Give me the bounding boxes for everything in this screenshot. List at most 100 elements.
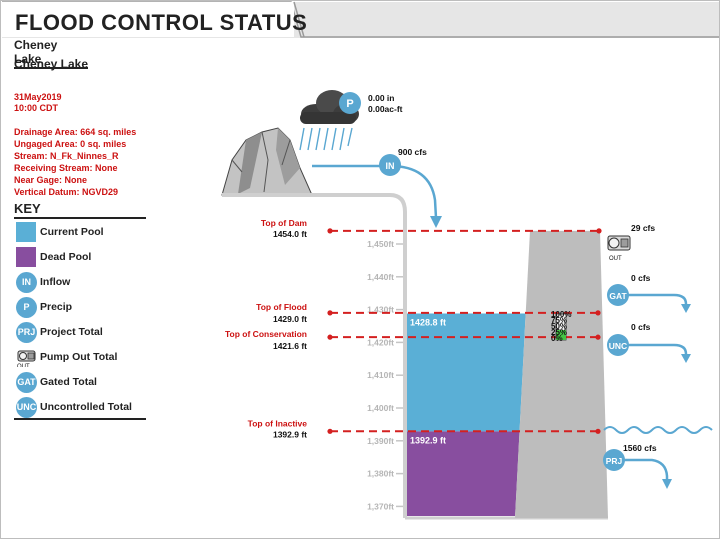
top-of-conservation-label: Top of Conservation: [225, 329, 307, 339]
page-title: FLOOD CONTROL STATUS: [15, 10, 308, 35]
top-of-dam-value: 1454.0 ft: [273, 229, 307, 239]
level-line-endpoint: [595, 428, 601, 434]
pump-out-value: 29 cfs: [631, 223, 655, 233]
uncontrolled-arrowhead: [681, 354, 691, 363]
key-item-uncontrolled-total: UNC Uncontrolled Total: [14, 397, 164, 419]
reservoir-wall: [222, 193, 407, 518]
key-item-precip: P Precip: [14, 297, 164, 319]
precip-inches: 0.00 in: [368, 93, 394, 103]
level-line-endpoint: [327, 310, 333, 316]
storage-pct-0: 0%: [551, 334, 563, 343]
key-item-dead-pool: Dead Pool: [14, 247, 164, 269]
level-line-endpoint: [595, 334, 601, 340]
uncontrolled-stream: [620, 343, 688, 356]
pump-icon: OUT: [17, 350, 36, 367]
storage-gauge: 100% 75% 50% 25% 0%: [551, 310, 571, 343]
dead-pool-label: 1392.9 ft: [410, 435, 446, 445]
precip-icon: P: [16, 297, 37, 318]
level-line-endpoint: [327, 428, 333, 434]
dead-pool: [407, 431, 520, 516]
pump-out-icon[interactable]: OUT: [607, 235, 631, 262]
uncontrolled-icon: UNC: [16, 397, 37, 418]
precip-icon[interactable]: [339, 92, 361, 114]
top-of-inactive-label: Top of Inactive: [248, 418, 308, 428]
storage-pct-100: 100%: [551, 310, 571, 319]
gated-value: 0 cfs: [631, 273, 651, 283]
top-of-inactive-value: 1392.9 ft: [273, 429, 307, 439]
key-label: Uncontrolled Total: [40, 401, 132, 413]
gated-stream: [620, 293, 688, 306]
inflow-icon-letter: IN: [386, 161, 395, 171]
report-date: 31May2019: [14, 92, 62, 102]
precip-icon-letter: P: [346, 98, 353, 110]
gated-arrowhead: [681, 304, 691, 313]
gated-icon: GAT: [16, 372, 37, 393]
key-item-gated-total: GAT Gated Total: [14, 372, 164, 394]
top-of-dam-label: Top of Dam: [261, 218, 308, 228]
project-name-link[interactable]: Cheney Lake: [14, 38, 88, 69]
key-divider: [14, 418, 146, 420]
elevation-tick-label: 1,430ft: [367, 305, 394, 315]
key-title: KEY: [14, 201, 146, 219]
uncontrolled-icon[interactable]: [607, 334, 629, 356]
storage-pct-50: 50%: [551, 322, 567, 331]
mountain-graphic: [221, 127, 313, 196]
elevation-axis: 1,450ft1,440ft1,430ft1,420ft1,410ft1,400…: [367, 239, 403, 511]
elevation-tick-label: 1,380ft: [367, 469, 394, 479]
pump-out-sublabel: OUT: [609, 256, 622, 262]
info-stream: Stream: N_Fk_Ninnes_R: [14, 151, 119, 161]
level-line-endpoint: [327, 334, 333, 340]
current-pool-label: 1428.8 ft: [410, 318, 446, 328]
key-item-current-pool: Current Pool: [14, 222, 164, 244]
elevation-tick-label: 1,400ft: [367, 403, 394, 413]
info-receiving-stream: Receiving Stream: None: [14, 163, 118, 173]
key-item-project-total: PRJ Project Total: [14, 322, 164, 344]
tailwater-waves: [603, 426, 713, 434]
inflow-icon[interactable]: [379, 154, 401, 176]
top-of-flood-label: Top of Flood: [256, 302, 307, 312]
level-line-endpoint: [596, 228, 602, 234]
key-label: Inflow: [40, 276, 71, 288]
report-time: 10:00 CDT: [14, 103, 59, 113]
current-pool-swatch: [16, 222, 36, 242]
elevation-tick-label: 1,440ft: [367, 272, 394, 282]
level-line-endpoint: [327, 228, 333, 234]
inflow-value: 900 cfs: [398, 147, 427, 157]
svg-text:OUT: OUT: [17, 364, 30, 367]
gated-icon-letter: GAT: [609, 291, 627, 301]
level-line-endpoint: [595, 310, 601, 316]
key-label: Project Total: [40, 326, 103, 338]
uncontrolled-icon-letter: UNC: [609, 341, 627, 351]
top-of-flood-value: 1429.0 ft: [273, 314, 307, 324]
storage-pct-25: 25%: [551, 328, 567, 337]
inflow-arrowhead: [430, 216, 442, 228]
precip-acft: 0.00ac-ft: [368, 104, 403, 114]
elevation-tick-label: 1,410ft: [367, 370, 394, 380]
dam: [515, 230, 608, 518]
key-label: Gated Total: [40, 376, 97, 388]
inflow-stream: [312, 164, 438, 219]
key-label: Current Pool: [40, 226, 104, 238]
project-total-icon: PRJ: [16, 322, 37, 343]
project-total-arrowhead: [662, 479, 672, 489]
info-vertical-datum: Vertical Datum: NGVD29: [14, 187, 119, 197]
info-drainage-area: Drainage Area: 664 sq. miles: [14, 127, 137, 137]
top-of-conservation-value: 1421.6 ft: [273, 341, 307, 351]
elevation-tick-label: 1,390ft: [367, 436, 394, 446]
inflow-icon: IN: [16, 272, 37, 293]
level-lines: [327, 228, 602, 434]
dead-pool-swatch: [16, 247, 36, 267]
current-pool: [407, 313, 526, 432]
header-tab-shape: [2, 1, 719, 38]
info-ungaged-area: Ungaged Area: 0 sq. miles: [14, 139, 127, 149]
project-subtitle: Cheney Lake: [14, 57, 89, 71]
key-label: Dead Pool: [40, 251, 92, 263]
uncontrolled-value: 0 cfs: [631, 322, 651, 332]
info-near-gage: Near Gage: None: [14, 175, 88, 185]
cloud-rain-icon: [299, 90, 359, 151]
gated-icon[interactable]: [607, 284, 629, 306]
project-total-stream: [614, 458, 669, 481]
key-item-inflow: IN Inflow: [14, 272, 164, 294]
project-total-icon[interactable]: [603, 449, 625, 471]
